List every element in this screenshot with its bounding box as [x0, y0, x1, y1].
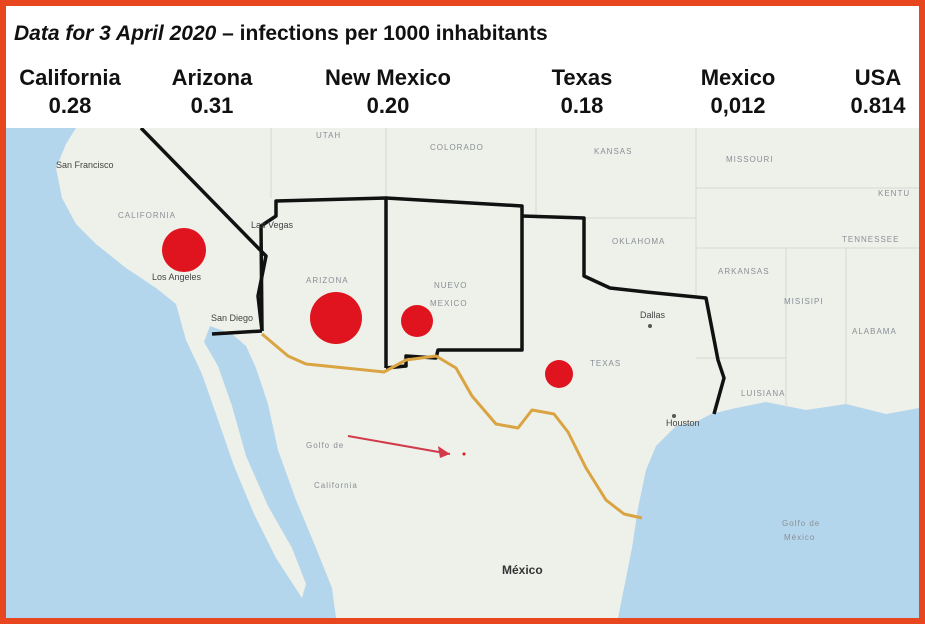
stat-arizona: Arizona 0.31: [172, 64, 253, 120]
marker-arizona[interactable]: [310, 292, 362, 344]
stat-mexico: Mexico 0,012: [701, 64, 776, 120]
label-houston: Houston: [666, 418, 700, 428]
dallas-dot: [648, 324, 652, 328]
stat-value: 0.31: [190, 93, 234, 118]
label-arkansas: ARKANSAS: [718, 267, 770, 276]
label-san-francisco: San Francisco: [56, 160, 114, 170]
marker-texas[interactable]: [545, 360, 573, 388]
label-golfo-california-1: Golfo de: [306, 441, 344, 450]
mexico-marker-dot: [462, 452, 466, 456]
marker-new-mexico[interactable]: [401, 305, 433, 337]
label-dallas: Dallas: [640, 310, 666, 320]
land-mass: [56, 128, 919, 618]
stat-region: New Mexico: [325, 65, 451, 90]
label-luisiana: LUISIANA: [741, 389, 785, 398]
label-alabama: ALABAMA: [852, 327, 897, 336]
marker-california[interactable]: [162, 228, 206, 272]
stat-value: 0.18: [560, 93, 604, 118]
page-title: Data for 3 April 2020 – infections per 1…: [14, 22, 548, 46]
title-rest: – infections per 1000 inhabitants: [216, 22, 548, 45]
mexico-arrow: [347, 435, 451, 458]
label-misisipi: MISISIPI: [784, 297, 824, 306]
stat-region: Mexico: [700, 65, 776, 90]
label-california: CALIFORNIA: [118, 211, 176, 220]
label-arizona: ARIZONA: [306, 276, 349, 285]
stat-texas: Texas 0.18: [552, 64, 613, 120]
stat-value: 0.814: [850, 93, 906, 118]
state-lines: [270, 128, 919, 408]
label-golfo-mexico-1: Golfo de: [782, 519, 820, 528]
stat-value: 0.20: [366, 93, 410, 118]
label-san-diego: San Diego: [211, 313, 253, 323]
map-area[interactable]: San Francisco CALIFORNIA Los Angeles Las…: [6, 128, 919, 618]
stat-region: Arizona: [171, 65, 253, 90]
label-tennessee: TENNESSEE: [842, 235, 899, 244]
stat-value: 0.28: [48, 93, 92, 118]
stat-region: California: [19, 65, 121, 90]
label-las-vegas: Las Vegas: [251, 220, 294, 230]
label-kentucky: KENTU: [878, 189, 910, 198]
label-oklahoma: OKLAHOMA: [612, 237, 665, 246]
state-borders: [139, 128, 726, 415]
label-kansas: KANSAS: [594, 147, 632, 156]
label-golfo-mexico-2: México: [784, 533, 815, 542]
label-golfo-california-2: California: [314, 481, 358, 490]
stat-new-mexico: New Mexico 0.20: [325, 64, 451, 120]
label-nuevo-mexico-2: MEXICO: [430, 299, 468, 308]
map-svg: San Francisco CALIFORNIA Los Angeles Las…: [6, 128, 919, 618]
houston-dot: [672, 414, 676, 418]
stat-region: USA: [854, 65, 902, 90]
label-missouri: MISSOURI: [726, 155, 774, 164]
label-texas: TEXAS: [590, 359, 621, 368]
label-los-angeles: Los Angeles: [152, 272, 202, 282]
title-date: Data for 3 April 2020: [14, 22, 217, 45]
label-colorado: COLORADO: [430, 143, 484, 152]
label-nuevo-mexico-1: NUEVO: [434, 281, 467, 290]
stat-california: California 0.28: [19, 64, 120, 120]
stat-region: Texas: [551, 65, 613, 90]
stat-usa: USA 0.814: [850, 64, 905, 120]
label-utah: UTAH: [316, 131, 341, 140]
stat-value: 0,012: [710, 93, 766, 118]
label-mexico: México: [502, 563, 543, 577]
mexico-border: [261, 332, 643, 520]
